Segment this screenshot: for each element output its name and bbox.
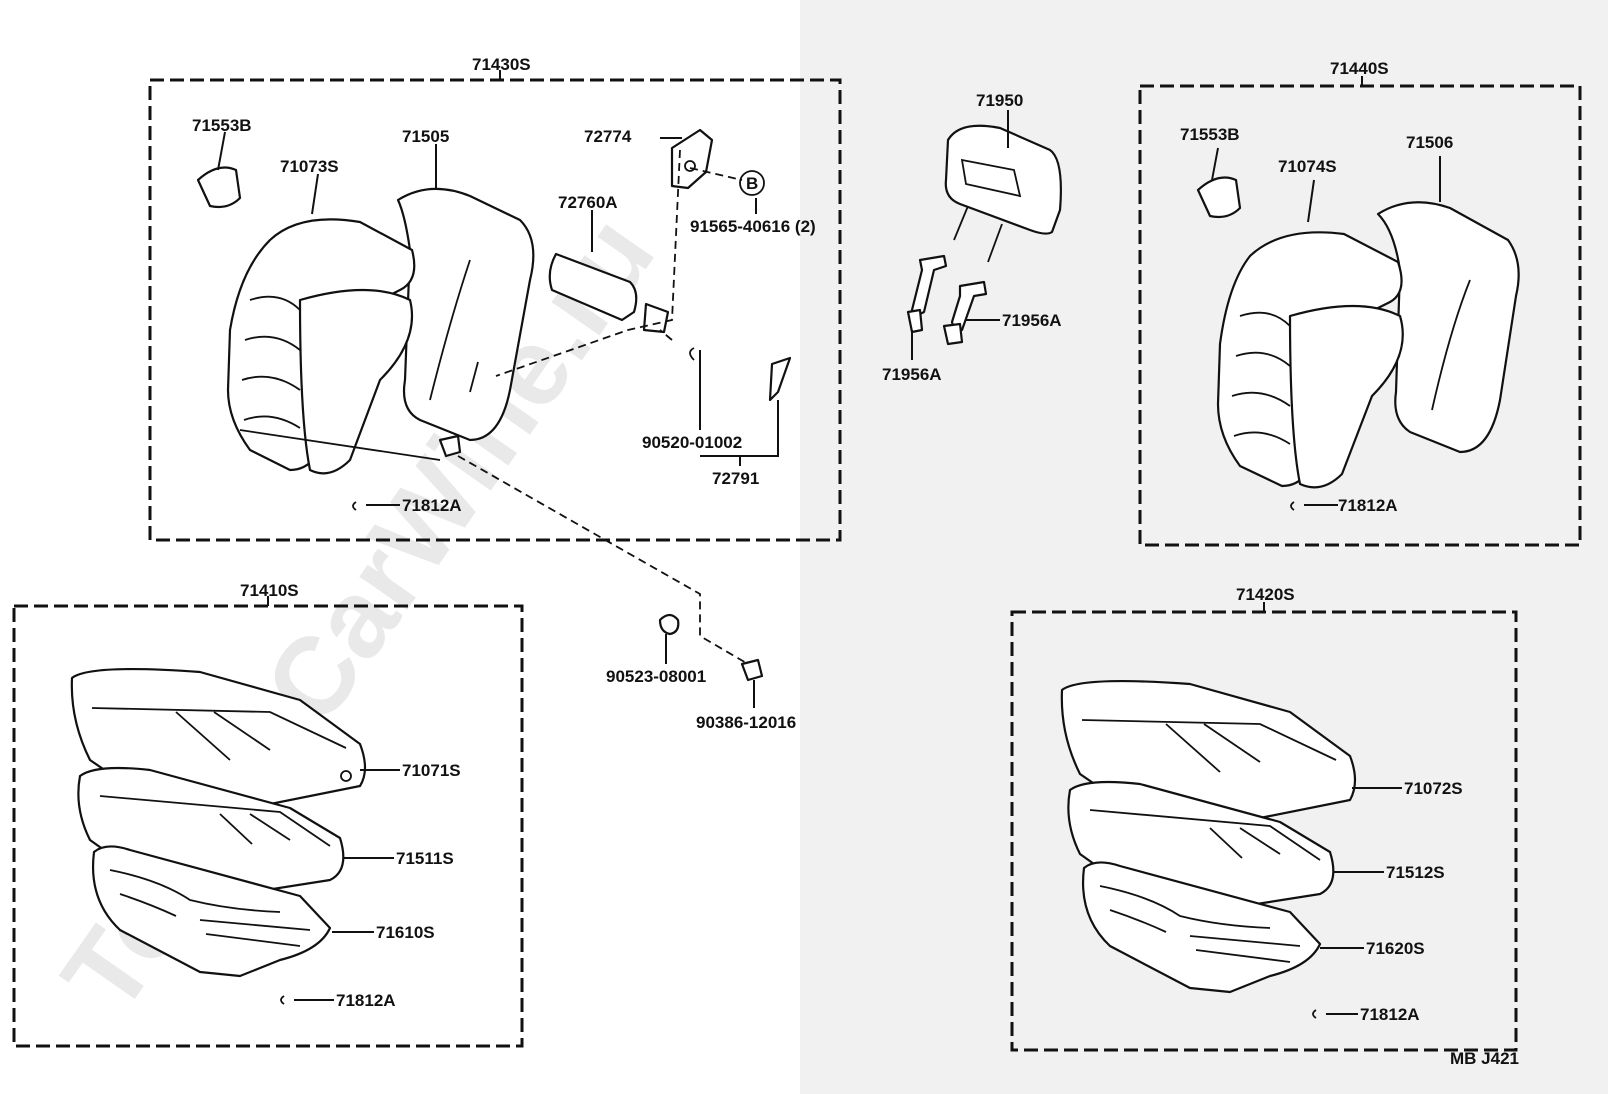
label-71956A-right: 71956A (1002, 311, 1062, 330)
label-72760A: 72760A (558, 193, 618, 212)
label-91565-40616: 91565-40616 (2) (690, 217, 816, 236)
cushion-frame-71610S (92, 845, 332, 978)
reference-marker-b-circle (739, 170, 765, 196)
group-label-71440S: 71440S (1330, 59, 1389, 78)
label-72791: 72791 (712, 469, 759, 488)
label-71505: 71505 (402, 127, 449, 146)
label-71950: 71950 (976, 91, 1023, 110)
bolt-90386-12016 (740, 658, 764, 682)
label-71073S: 71073S (280, 157, 339, 176)
hinge-pin (438, 434, 462, 458)
label-71512S: 71512S (1386, 863, 1445, 882)
hog-ring-71812A-4 (1312, 1009, 1317, 1019)
label-72774: 72774 (584, 127, 632, 146)
label-71553B-left: 71553B (192, 116, 252, 135)
group-label-71420S: 71420S (1236, 585, 1295, 604)
washer-90523-08001 (658, 613, 680, 636)
diagram-code: MB J421 (1450, 1049, 1519, 1068)
group-label-71430S: 71430S (472, 55, 531, 74)
label-71553B-right: 71553B (1180, 125, 1240, 144)
label-71610S: 71610S (376, 923, 435, 942)
hog-ring-71812A-1 (352, 501, 357, 511)
clip-71553B-left (196, 166, 242, 209)
label-71812A-2: 71812A (1338, 496, 1398, 515)
cushion-frame-71620S (1082, 861, 1322, 994)
headrest-guide-71956A-right (942, 280, 988, 346)
group-71410S: 71410S (12, 581, 524, 1048)
label-90386-12016: 90386-12016 (696, 713, 796, 732)
group-71420S: 71420S (1010, 585, 1518, 1052)
bracket-72760A (548, 252, 670, 334)
headrest-guide-71956A-left (906, 254, 948, 334)
group-71430S: 71430S (148, 55, 842, 542)
hog-ring-71812A-3 (280, 995, 285, 1005)
label-71956A-left: 71956A (882, 365, 942, 384)
clip-71553B-right (1196, 176, 1242, 219)
label-71812A-3: 71812A (336, 991, 396, 1010)
label-71071S: 71071S (402, 761, 461, 780)
clip-90520-01002 (689, 347, 695, 361)
label-71812A-4: 71812A (1360, 1005, 1420, 1024)
seat-back-cover-71074S (1216, 231, 1404, 489)
lever-72791 (768, 356, 792, 402)
reference-marker-b: B (746, 174, 758, 193)
label-90523-08001: 90523-08001 (606, 667, 706, 686)
label-71506: 71506 (1406, 133, 1453, 152)
label-90520-01002: 90520-01002 (642, 433, 742, 452)
headrest-71950 (944, 124, 1062, 263)
label-71812A-1: 71812A (402, 496, 462, 515)
hog-ring-71812A-2 (1290, 501, 1295, 511)
label-71620S: 71620S (1366, 939, 1425, 958)
label-71074S: 71074S (1278, 157, 1337, 176)
seat-back-cover-71073S (226, 218, 441, 475)
group-71440S: 71440S (1138, 59, 1582, 547)
label-71072S: 71072S (1404, 779, 1463, 798)
label-71511S: 71511S (396, 849, 454, 868)
seat-back-frame-71505 (396, 187, 535, 442)
group-label-71410S: 71410S (240, 581, 299, 600)
